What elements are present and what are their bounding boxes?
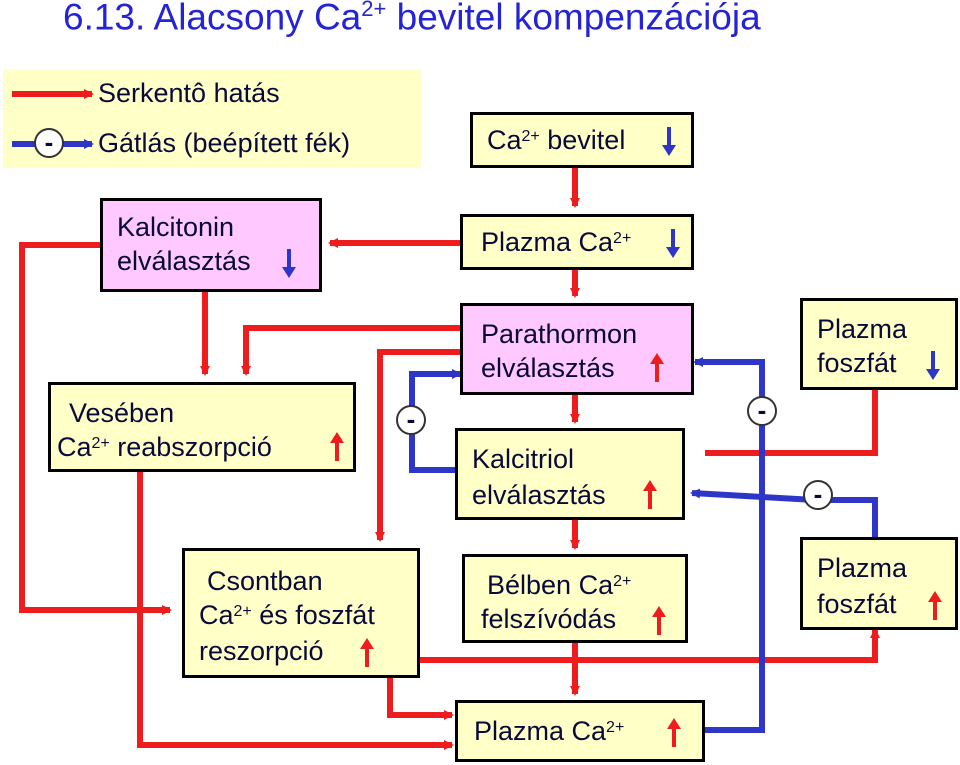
- arrow-down-icon: [666, 229, 680, 258]
- stimulating-arrows: [19, 168, 880, 750]
- legend-panel: [3, 69, 421, 168]
- inhibition-marker: -: [747, 396, 777, 426]
- arrow-up-icon: [360, 638, 374, 667]
- plasma-ca-bottom-box: Plazma Ca2+: [455, 700, 705, 762]
- arrow-down-icon: [926, 351, 940, 380]
- ca-intake-box: Ca2+ bevitel: [470, 112, 694, 168]
- legend-stimulating-label: Serkentô hatás: [98, 78, 280, 108]
- plasma-phosphate-top-box: Plazma foszfát: [800, 298, 958, 390]
- page-title: 6.13. Alacsony Ca2+ bevitel kompenzációj…: [63, 0, 761, 38]
- arrow-up-icon: [330, 432, 344, 461]
- arrow-up-icon: [928, 591, 942, 620]
- plasma-phosphate-bottom-box: Plazma foszfát: [800, 537, 958, 630]
- legend-minus-marker: -: [34, 128, 64, 158]
- gut-absorption-box: Bélben Ca2+ felszívódás: [462, 554, 688, 643]
- arrow-down-icon: [662, 127, 676, 156]
- arrow-up-icon: [667, 718, 681, 747]
- arrow-down-icon: [282, 249, 296, 278]
- legend-inhibiting-label: Gátlás (beépített fék): [98, 128, 351, 158]
- parathormone-box: Parathormon elválasztás: [460, 303, 694, 395]
- bone-resorption-box: Csontban Ca2+ és foszfát reszorpció: [182, 548, 420, 678]
- inhibition-marker: -: [803, 480, 833, 510]
- plasma-ca-top-box: Plazma Ca2+: [460, 214, 694, 270]
- arrow-up-icon: [643, 480, 657, 509]
- inhibition-marker: -: [396, 405, 426, 435]
- arrow-up-icon: [652, 606, 666, 635]
- kidney-reabsorption-box: Vesében Ca2+ reabszorpció: [48, 382, 356, 472]
- calcitonin-box: Kalcitonin elválasztás: [100, 198, 322, 292]
- arrow-up-icon: [650, 353, 664, 382]
- calcitriol-box: Kalcitriol elválasztás: [455, 428, 685, 520]
